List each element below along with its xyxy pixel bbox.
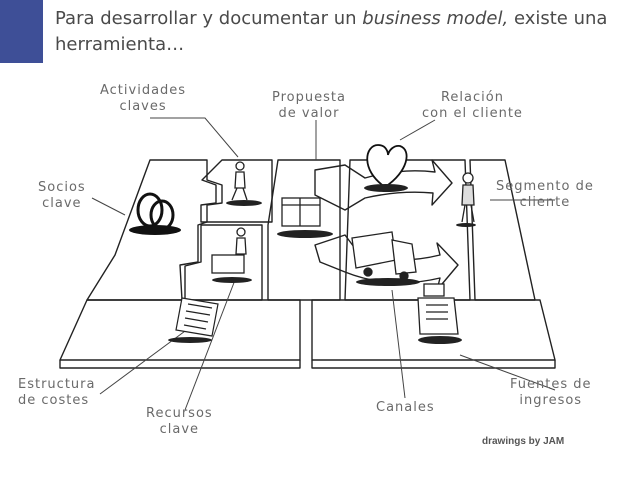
label-line: de valor: [278, 106, 340, 121]
documents-icon: [175, 297, 219, 337]
truck-icon: [351, 231, 417, 281]
label-fuentes: Fuentes de ingresos: [510, 377, 592, 409]
label-canales: Canales: [376, 400, 435, 416]
label-socios: Socios clave: [38, 180, 86, 212]
accent-bar: [0, 0, 43, 63]
label-line: Relación: [440, 90, 504, 105]
worker-icon: [231, 161, 248, 201]
heart-icon: [366, 144, 408, 189]
drawing-credit: drawings by JAM: [482, 436, 565, 447]
label-propuesta: Propuesta de valor: [272, 90, 346, 122]
label-line: Fuentes de: [510, 377, 592, 392]
value-proposition-block: [267, 159, 341, 301]
label-line: Actividades: [100, 83, 187, 98]
label-actividades: Actividades claves: [100, 83, 186, 115]
cash-register-icon: [417, 283, 459, 335]
gift-box-icon: [281, 197, 321, 227]
label-line: Segmento de: [496, 179, 594, 194]
label-relacion: Relación con el cliente: [422, 90, 523, 122]
label-line: Socios: [38, 180, 86, 195]
customer-icon: [461, 172, 475, 223]
label-segmento: Segmento de cliente: [496, 179, 594, 211]
label-line: ingresos: [519, 393, 583, 408]
rings-icon: [136, 192, 175, 231]
label-line: con el cliente: [422, 106, 523, 121]
title-text: Para desarrollar y documentar un: [55, 8, 363, 29]
label-line: clave: [42, 196, 82, 211]
label-line: clave: [159, 422, 200, 437]
label-line: cliente: [519, 195, 571, 210]
key-activities-block: [200, 159, 273, 223]
label-line: Propuesta: [272, 90, 346, 105]
label-estructura: Estructura de costes: [18, 377, 95, 409]
person-icon: [211, 227, 247, 274]
label-line: claves: [119, 99, 167, 114]
title-emphasis: business model,: [362, 8, 509, 29]
label-line: Canales: [376, 400, 435, 415]
title-text-end: existe una herramienta…: [55, 8, 608, 55]
label-recursos: Recursos clave: [146, 406, 213, 438]
slide-title: Para desarrollar y documentar un busines…: [55, 6, 615, 58]
label-line: Estructura: [18, 377, 96, 392]
label-line: de costes: [18, 393, 90, 408]
label-line: Recursos: [146, 406, 213, 421]
